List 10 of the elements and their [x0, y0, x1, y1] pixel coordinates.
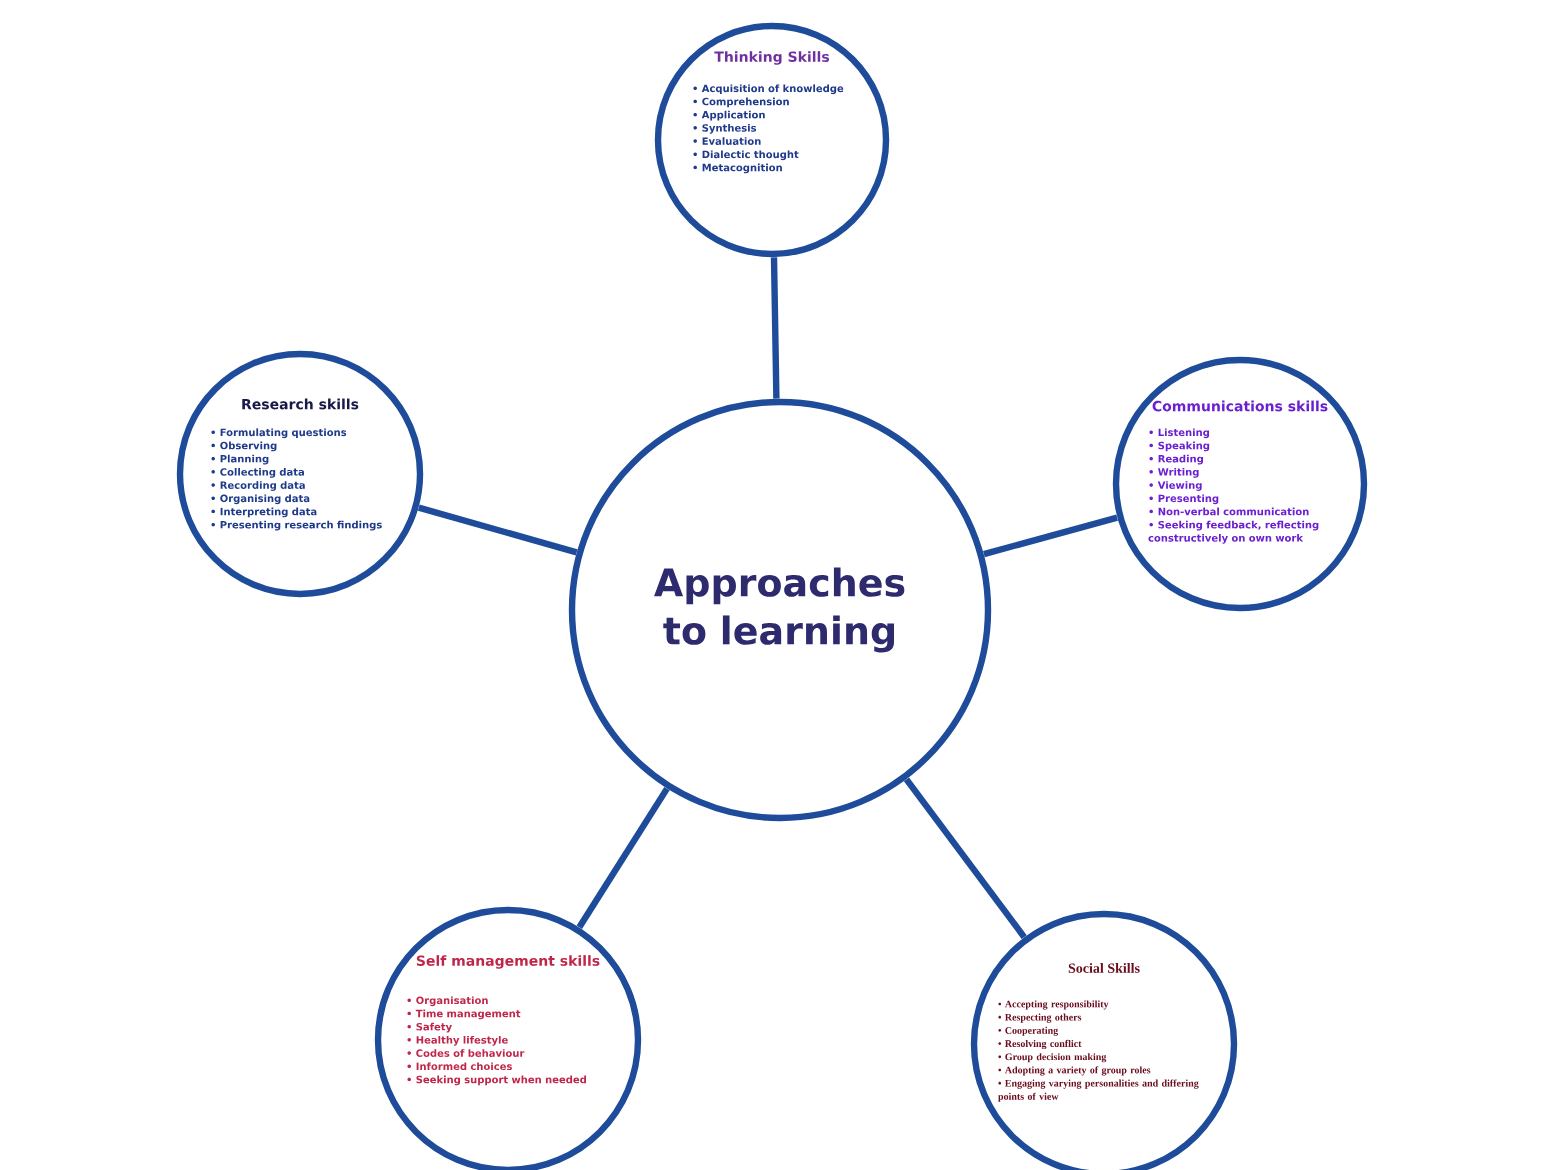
connector-line	[576, 786, 670, 929]
title-text: Approaches to learning	[654, 567, 905, 653]
skill-circle	[1112, 356, 1368, 612]
connector-line	[983, 514, 1118, 558]
connector-line	[903, 777, 1027, 939]
skill-circle	[654, 22, 890, 258]
skill-circle	[568, 398, 992, 822]
connector-line	[417, 504, 578, 556]
skill-circle	[176, 350, 424, 598]
connector-line	[770, 257, 780, 399]
